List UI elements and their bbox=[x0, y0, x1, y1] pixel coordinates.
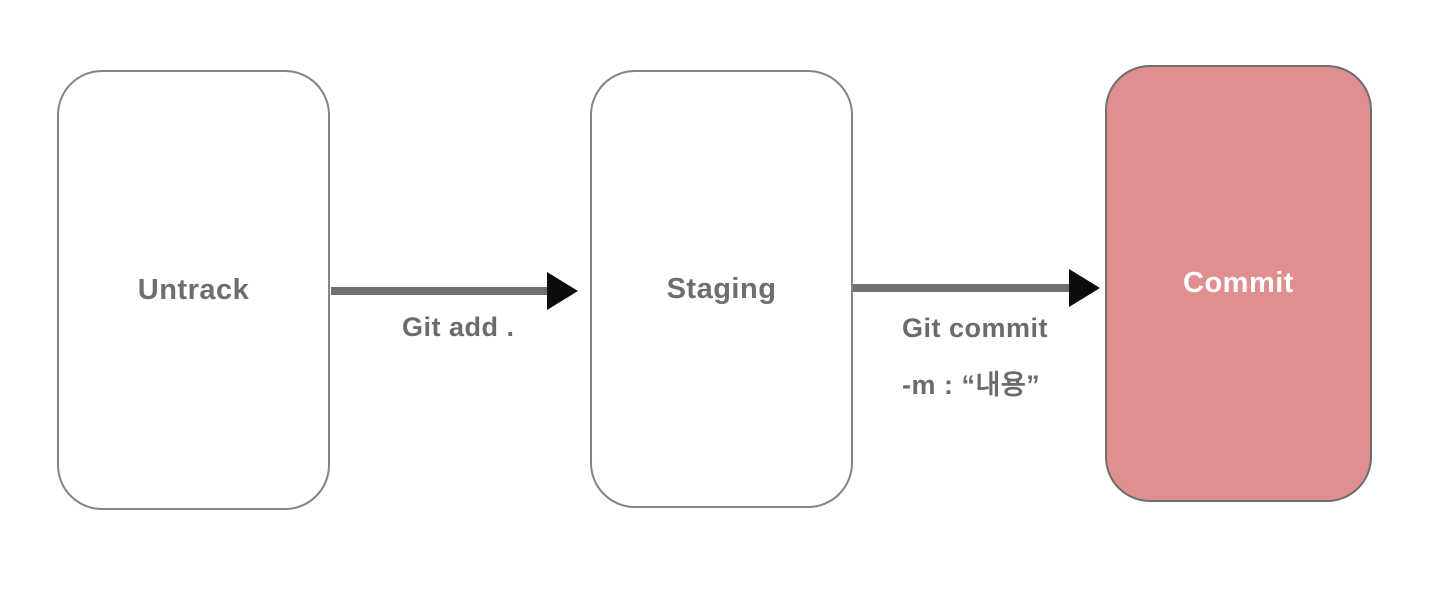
edge-git-add-label: Git add . bbox=[402, 312, 515, 342]
edge-git-commit-label-line1: Git commit bbox=[902, 313, 1049, 343]
node-commit-label: Commit bbox=[1183, 267, 1294, 299]
node-untrack: Untrack bbox=[57, 70, 330, 510]
arrow-git-add-line bbox=[331, 287, 549, 295]
node-commit: Commit bbox=[1105, 65, 1372, 502]
arrow-git-commit-line bbox=[853, 284, 1070, 292]
arrow-git-add-head-icon bbox=[547, 272, 578, 310]
node-staging-label: Staging bbox=[666, 272, 777, 305]
edge-git-commit-label-line2: -m : “내용” bbox=[902, 370, 1041, 400]
arrow-git-commit-head-icon bbox=[1069, 269, 1100, 307]
node-staging: Staging bbox=[590, 70, 853, 508]
node-untrack-label: Untrack bbox=[137, 273, 250, 306]
